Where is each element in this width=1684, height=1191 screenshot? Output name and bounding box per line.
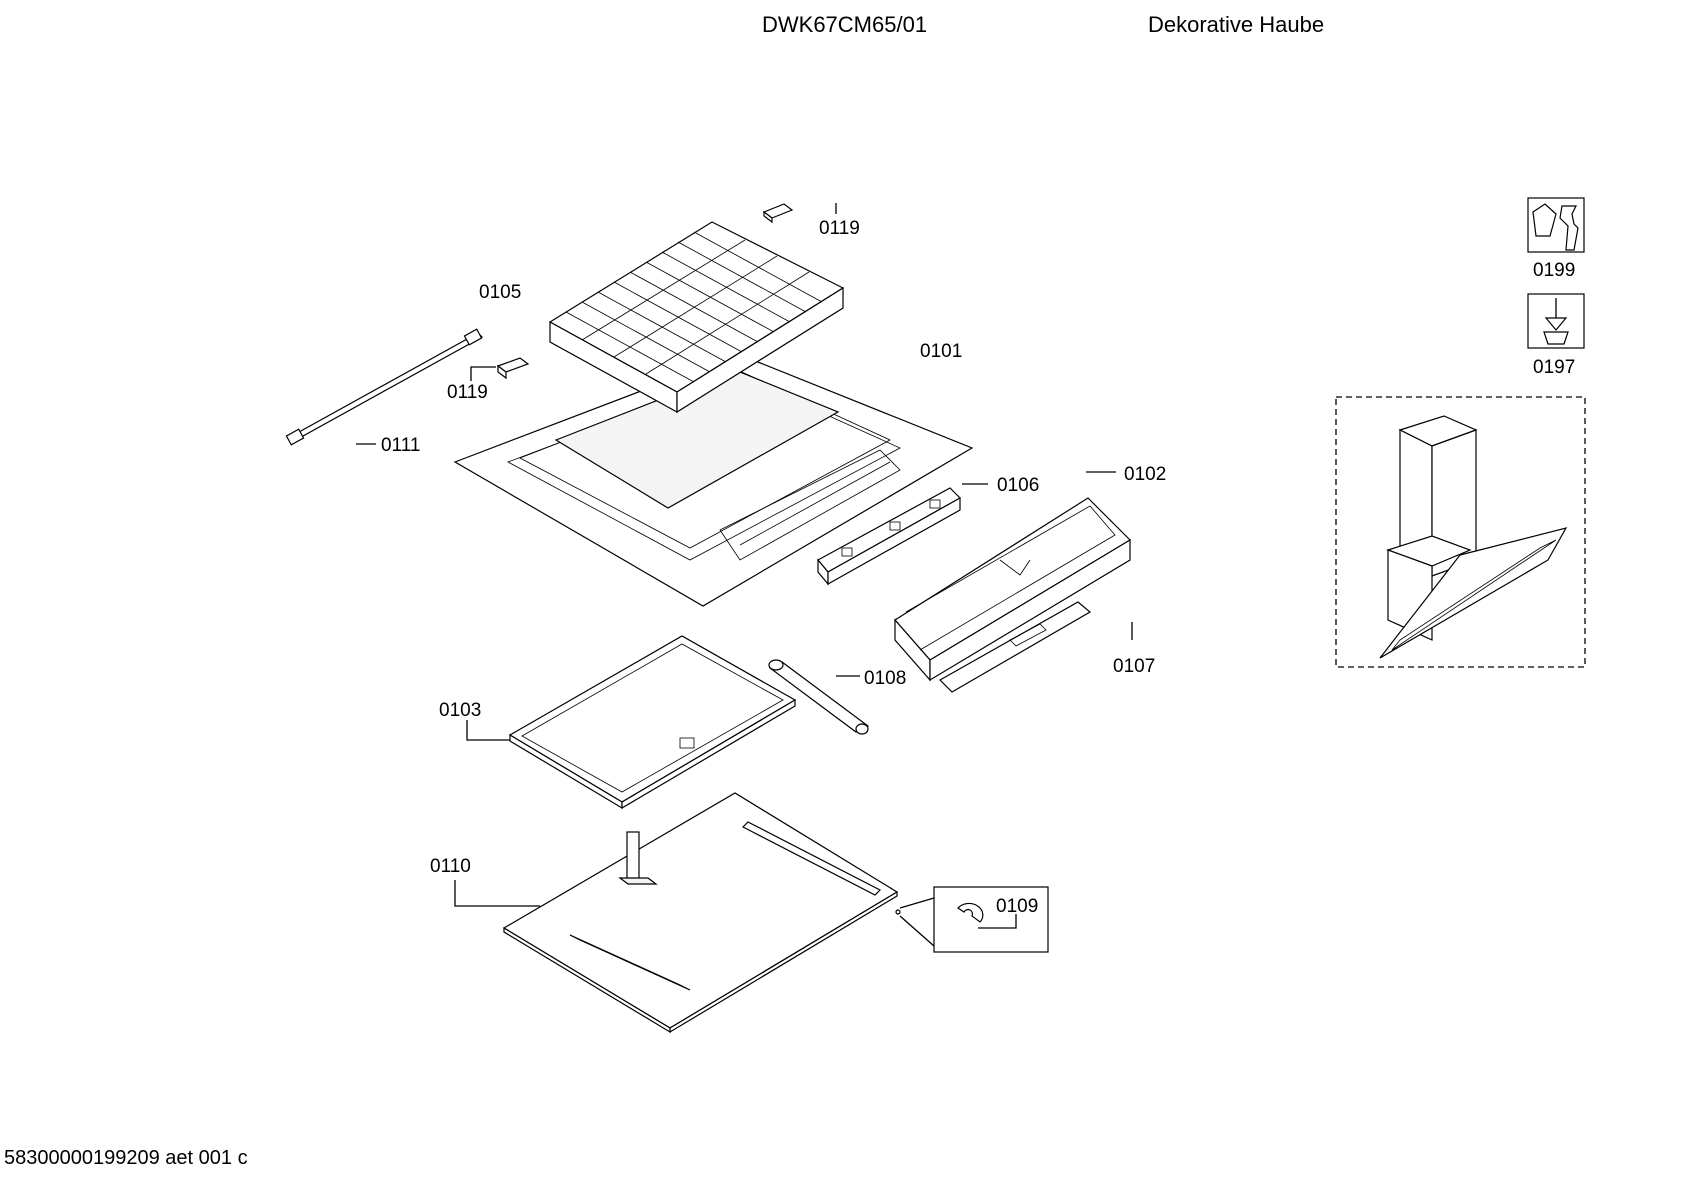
part-0106-bracket[interactable] <box>817 487 961 586</box>
part-0105-grille[interactable] <box>548 221 845 414</box>
label-text: 0119 <box>447 382 488 403</box>
label-0199: 0199 <box>1533 260 1575 281</box>
part-0111-rod[interactable] <box>285 328 483 446</box>
clip-icon <box>957 902 984 923</box>
part-0107-strip[interactable] <box>939 601 1092 693</box>
label-0103: 0103 <box>439 700 510 741</box>
label-0107: 0107 <box>1113 622 1155 677</box>
screw-icon[interactable]: 0197 <box>1527 293 1585 378</box>
label-text: 0111 <box>381 435 420 456</box>
label-0111: 0111 <box>356 435 420 456</box>
hood-overview-inset <box>1335 396 1586 668</box>
label-0101: 0101 <box>920 341 962 362</box>
label-0119-left: 0119 <box>447 366 496 403</box>
label-text: 0108 <box>864 668 906 689</box>
label-text: 0110 <box>430 856 471 877</box>
part-0108-shaft[interactable] <box>768 659 870 735</box>
part-0101-mounting-plate[interactable] <box>453 353 974 607</box>
label-0108: 0108 <box>836 668 906 689</box>
label-0106: 0106 <box>962 475 1039 496</box>
label-text: 0119 <box>819 218 860 239</box>
label-text: 0106 <box>997 475 1039 496</box>
part-0119-clip-top[interactable] <box>762 203 794 224</box>
label-0197: 0197 <box>1533 357 1575 378</box>
part-0110-lower-panel[interactable] <box>502 792 899 1034</box>
label-0105: 0105 <box>479 282 521 303</box>
part-0102-housing[interactable] <box>894 497 1131 682</box>
diagram-title: Dekorative Haube <box>1148 12 1325 37</box>
part-0103-filter-frame[interactable] <box>508 635 797 810</box>
label-text: 0103 <box>439 700 481 721</box>
document-code: 58300000199209 aet 001 c <box>4 1147 248 1169</box>
label-0119-top: 0119 <box>819 203 860 239</box>
service-wrench-icon[interactable]: 0199 <box>1527 197 1585 281</box>
label-0109: 0109 <box>996 896 1038 917</box>
part-0109-detail[interactable]: 0109 <box>895 886 1049 953</box>
label-text: 0107 <box>1113 656 1155 677</box>
part-0119-clip-left[interactable] <box>496 357 530 380</box>
model-number: DWK67CM65/01 <box>762 12 928 37</box>
label-0102: 0102 <box>1086 464 1166 485</box>
label-text: 0102 <box>1124 464 1166 485</box>
label-0110: 0110 <box>430 856 540 907</box>
